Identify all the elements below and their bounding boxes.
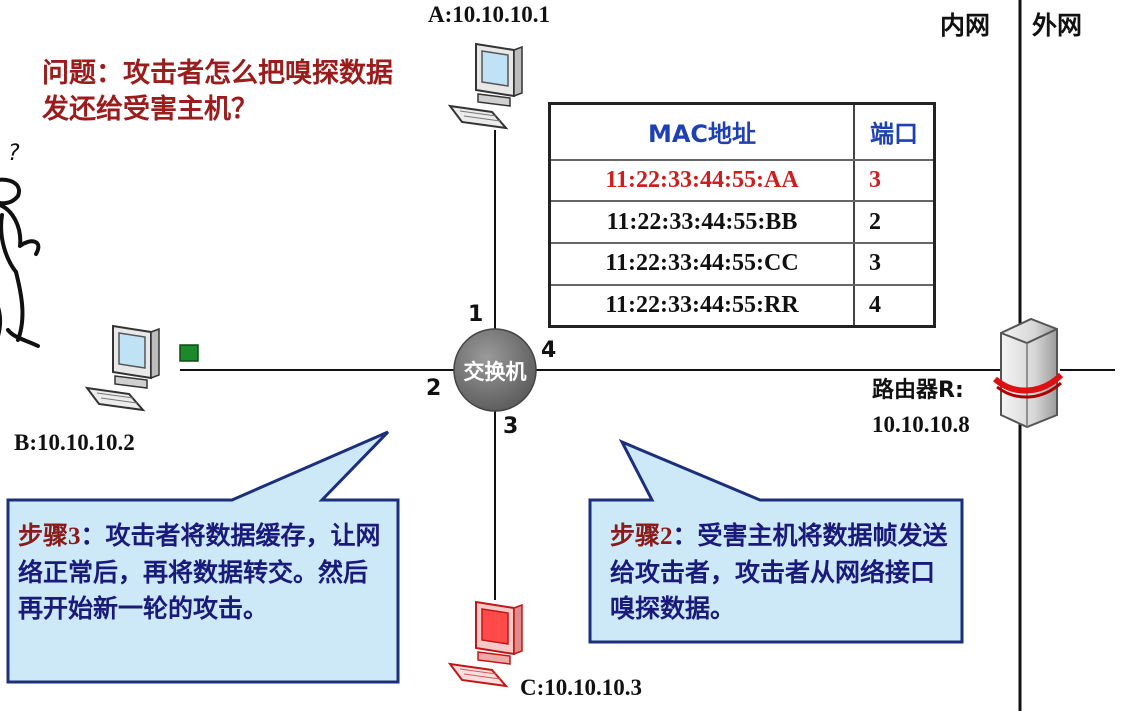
host-a-label: A:10.10.10.1 <box>428 2 551 27</box>
outer-network-label: 外网 <box>1032 11 1083 40</box>
callout-step3-text: 步骤3：攻击者将数据缓存，让网络正常后，再将数据转交。然后再开始新一轮的攻击。 <box>18 518 388 627</box>
port-cell: 4 <box>869 291 881 318</box>
callout-step3-shape <box>6 430 400 684</box>
host-c-label: C:10.10.10.3 <box>520 675 643 700</box>
mac-cell: 11:22:33:44:55:RR <box>551 284 855 325</box>
mac-cell: 11:22:33:44:55:BB <box>551 201 855 244</box>
port-3-label: 3 <box>503 414 519 439</box>
port-2-label: 2 <box>426 376 442 401</box>
step3-label: 步骤3 <box>18 523 81 550</box>
port-4-label: 4 <box>541 338 557 363</box>
step2-label: 步骤2 <box>610 523 673 550</box>
switch-label: 交换机 <box>463 360 527 384</box>
router-label: 路由器R: 10.10.10.8 <box>872 374 970 442</box>
attacker-figure-icon <box>0 177 41 348</box>
port-cell: 2 <box>854 201 933 244</box>
table-row: 11:22:33:44:55:CC 3 <box>551 243 933 286</box>
question-text: 问题：攻击者怎么把嗅探数据发还给受害主机？ <box>42 58 393 125</box>
mac-cell: 11:22:33:44:55:AA <box>551 159 855 203</box>
step3-description: ：攻击者将数据缓存，让网络正常后，再将数据转交。然后再开始新一轮的攻击。 <box>18 521 381 623</box>
switch-icon <box>453 328 537 412</box>
callout-step2-text: 步骤2：受害主机将数据帧发送给攻击者，攻击者从网络接口嗅探数据。 <box>610 518 950 627</box>
callout-step2-shape <box>588 439 964 644</box>
router-name: 路由器R: <box>872 378 964 403</box>
mac-column-header: MAC地址 <box>551 105 855 161</box>
step2-description: ：受害主机将数据帧发送给攻击者，攻击者从网络接口嗅探数据。 <box>610 521 948 623</box>
router-icon <box>993 317 1064 429</box>
computer-c-icon <box>447 600 523 688</box>
port-cell: 3 <box>854 159 933 203</box>
port-column-header: 端口 <box>854 105 933 161</box>
router-ip: 10.10.10.8 <box>872 412 970 437</box>
table-row: 11:22:33:44:55:AA 3 <box>551 159 933 203</box>
mac-cell: 11:22:33:44:55:CC <box>551 243 855 286</box>
port-1-label: 1 <box>468 302 484 327</box>
mac-table-header-row: MAC地址 端口 <box>551 105 933 161</box>
mac-address-table: MAC地址 端口 11:22:33:44:55:AA 3 11:22:33:44… <box>548 102 936 328</box>
host-b-label: B:10.10.10.2 <box>14 430 135 455</box>
table-row: 11:22:33:44:55:RR 4 <box>551 284 933 325</box>
port-indicator-icon <box>179 344 199 362</box>
port-cell: 3 <box>854 243 933 286</box>
computer-a-icon <box>447 42 523 130</box>
table-row: 11:22:33:44:55:BB 2 <box>551 201 933 244</box>
inner-network-label: 内网 <box>940 11 991 40</box>
computer-b-icon <box>84 324 160 412</box>
question-mark-icon: ? <box>8 141 20 166</box>
